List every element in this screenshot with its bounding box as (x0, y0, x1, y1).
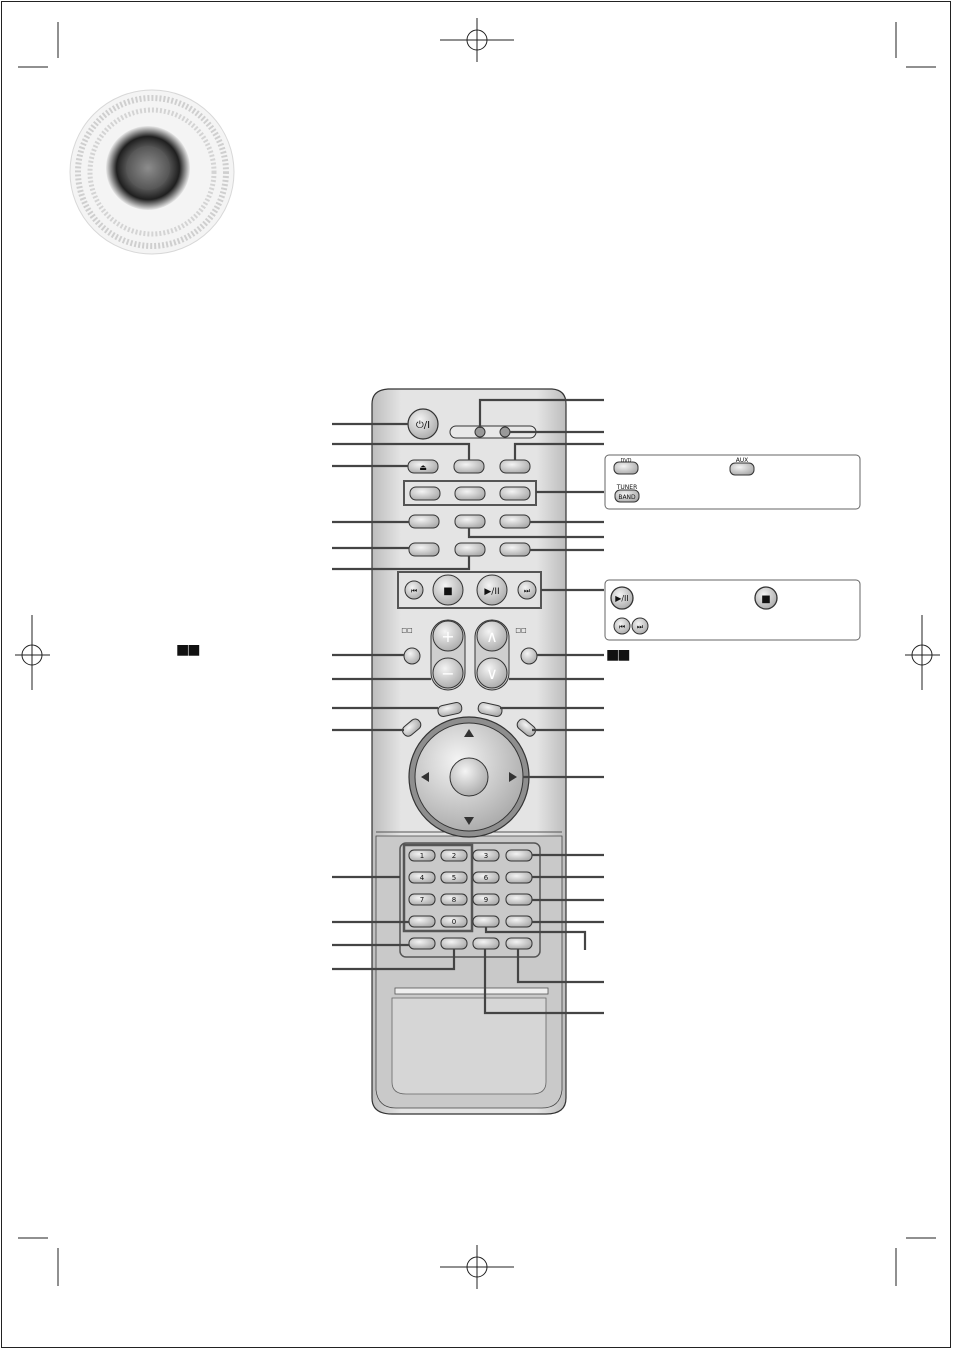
volume-plus-label: + (441, 627, 454, 646)
stop-label: ■ (443, 586, 452, 597)
box-skip-fwd-label: ⏭ (637, 623, 644, 631)
prev-label: ⏮ (411, 587, 417, 595)
power-label: ⏻/I (416, 420, 430, 431)
dolby-logo-right: ■■ (606, 647, 631, 663)
transport-callout-box (604, 579, 861, 641)
keypad-keys (408, 849, 533, 950)
key-8: 8 (452, 896, 456, 904)
aux-label: AUX (736, 457, 749, 464)
key-6: 6 (484, 874, 489, 882)
volume-minus-label: − (441, 664, 454, 683)
eject-label: ⏏ (419, 463, 427, 472)
dolby-mark-right: □□ (515, 627, 526, 634)
speaker-graphic (69, 89, 235, 255)
box-skip-back-label: ⏮ (619, 623, 625, 631)
key-5: 5 (452, 874, 456, 882)
function-callout-box (604, 454, 861, 510)
tuning-up-label: ∧ (486, 627, 498, 646)
key-0: 0 (452, 918, 456, 926)
top-buttons (397, 408, 542, 958)
crop-marks (15, 18, 940, 1289)
key-7: 7 (420, 896, 424, 904)
dolby-logo-left: ■■ (176, 642, 201, 658)
tuner-label: TUNER (616, 484, 638, 491)
play-pause-label: ▶/II (484, 587, 499, 597)
tuning-down-label: ∨ (486, 664, 498, 683)
box-play-pause-label: ▶/II (615, 594, 629, 603)
dolby-mark-left: □□ (401, 627, 412, 634)
key-9: 9 (484, 896, 488, 904)
key-4: 4 (420, 874, 425, 882)
band-label: BAND (618, 494, 636, 501)
leader-lines (332, 398, 604, 1015)
remote-labels: ⏻/I ⏏ ⏮ ■ ▶/II ⏭ + − ∧ ∨ □□ □□ 1 2 3 4 5… (401, 420, 531, 926)
key-1: 1 (420, 852, 424, 860)
key-3: 3 (484, 852, 488, 860)
box-stop-label: ■ (761, 594, 770, 605)
next-label: ⏭ (524, 587, 531, 595)
dvd-label: DVD (620, 458, 631, 464)
callout-labels: DVD AUX TUNER BAND ▶/II ■ ⏮ ⏭ (615, 457, 771, 631)
key-2: 2 (452, 852, 456, 860)
